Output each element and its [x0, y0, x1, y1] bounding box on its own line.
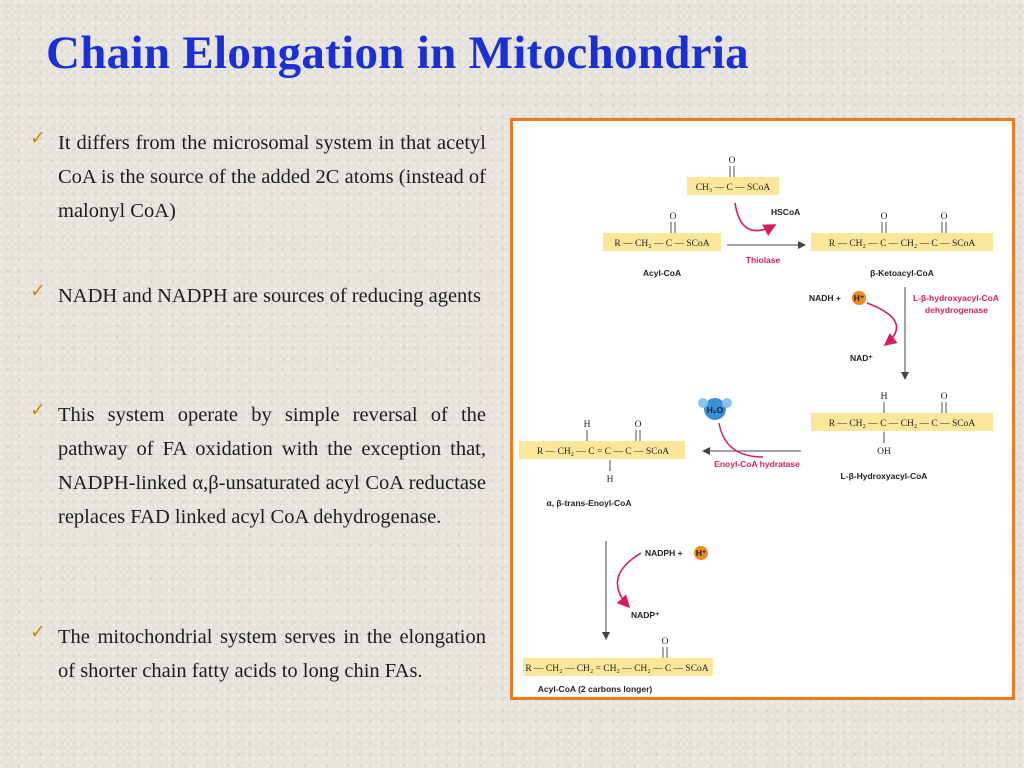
hscoa-release-arrow — [734, 202, 777, 236]
dehydrogenase-label-2: dehydrogenase — [925, 305, 988, 315]
nadph-label: NADPH + — [645, 548, 683, 558]
h-plus-circle — [852, 291, 866, 305]
nadh-arrow — [866, 302, 898, 347]
bullet-text: This system operate by simple reversal o… — [58, 404, 486, 528]
pathway-diagram: O CH₃ — C — SCoA O R — CH₂ — C — SCoA Ac… — [510, 118, 1015, 700]
nadph-arrow — [616, 552, 642, 609]
hydroxyacyl-formula: R — CH₂ — C — CH₂ — C — SCoA — [829, 419, 976, 429]
atom-o: O — [635, 420, 642, 430]
h-plus-label: H⁺ — [854, 293, 865, 303]
atom-h: H — [881, 392, 888, 402]
thiolase-label: Thiolase — [746, 255, 781, 265]
hydroxyacyl-highlight — [811, 413, 993, 431]
acetyl-coa-highlight — [687, 177, 779, 195]
ketoacyl-formula: R — CH₂ — C — CH₂ — C — SCoA — [829, 239, 976, 249]
acyl-coa-highlight — [603, 233, 721, 251]
atom-o: O — [941, 392, 948, 402]
hscoa-label: HSCoA — [771, 207, 800, 217]
check-icon: ✓ — [30, 399, 46, 421]
nadh-label: NADH + — [809, 293, 841, 303]
h-plus-label: H⁺ — [696, 548, 707, 558]
check-icon: ✓ — [30, 127, 46, 149]
h2o-label: H₂O — [707, 405, 724, 415]
check-icon: ✓ — [30, 280, 46, 302]
bullet-text: It differs from the microsomal system in… — [58, 132, 486, 222]
product-label: Acyl-CoA (2 carbons longer) — [538, 684, 653, 694]
atom-o: O — [881, 212, 888, 222]
enoyl-formula: R — CH₂ — C = C — C — SCoA — [537, 447, 669, 457]
h2o-release-arrow — [718, 422, 764, 458]
acyl-coa-formula: R — CH₂ — C — SCoA — [614, 239, 709, 249]
ketoacyl-label: β-Ketoacyl-CoA — [870, 268, 934, 278]
atom-h: H — [607, 475, 614, 485]
bullet-text: The mitochondrial system serves in the e… — [58, 626, 486, 682]
atom-h: H — [584, 420, 591, 430]
hydroxyacyl-label: L-β-Hydroxyacyl-CoA — [841, 471, 928, 481]
enoyl-label: α, β-trans-Enoyl-CoA — [546, 498, 631, 508]
dehydrogenase-label-1: L-β-hydroxyacyl-CoA — [913, 293, 999, 303]
enoyl-highlight — [519, 441, 685, 459]
bullet-item: ✓ The mitochondrial system serves in the… — [30, 620, 486, 688]
bullet-text: NADH and NADPH are sources of reducing a… — [58, 285, 481, 307]
product-formula: R — CH₂ — CH₂ = CH₂ — CH₂ — C — SCoA — [525, 664, 708, 674]
atom-oh: OH — [877, 447, 891, 457]
slide-title: Chain Elongation in Mitochondria — [46, 27, 749, 79]
nad-plus-label: NAD⁺ — [850, 353, 873, 363]
hydratase-label: Enoyl-CoA hydratase — [714, 459, 800, 469]
atom-o: O — [662, 637, 669, 647]
pathway-svg: O CH₃ — C — SCoA O R — CH₂ — C — SCoA Ac… — [519, 156, 999, 694]
bullet-item: ✓ It differs from the microsomal system … — [30, 126, 486, 228]
atom-o: O — [941, 212, 948, 222]
nadp-plus-label: NADP⁺ — [631, 610, 660, 620]
ketoacyl-highlight — [811, 233, 993, 251]
water-molecule-icon — [698, 398, 732, 420]
bullet-item: ✓ This system operate by simple reversal… — [30, 398, 486, 534]
atom-o: O — [670, 212, 677, 222]
check-icon: ✓ — [30, 621, 46, 643]
atom-o: O — [729, 156, 736, 166]
product-highlight — [523, 658, 713, 676]
h-plus-circle — [694, 546, 708, 560]
acyl-coa-label: Acyl-CoA — [643, 268, 681, 278]
bullet-item: ✓ NADH and NADPH are sources of reducing… — [30, 279, 486, 313]
acetyl-coa-formula: CH₃ — C — SCoA — [696, 183, 771, 193]
